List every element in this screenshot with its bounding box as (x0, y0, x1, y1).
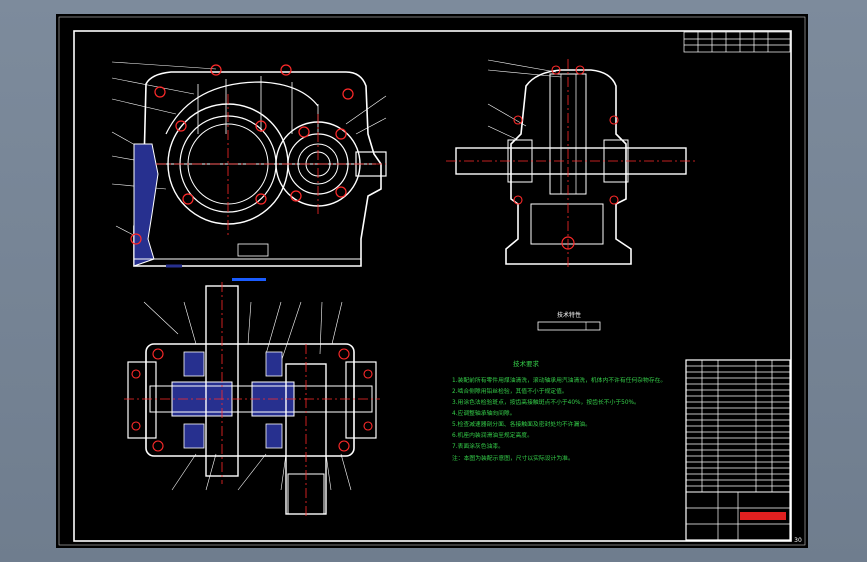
tech-req-line: 1.装配前所有零件用煤油清洗，滚动轴承用汽油清洗，机体内不许有任何杂物存在。 (452, 376, 666, 384)
top-flange-right (345, 361, 377, 439)
tech-req-heading: 技术要求 (513, 359, 540, 368)
side-base-block (530, 203, 604, 245)
tech-req-line: 5.检查减速器剖分面、各接触面及密封处均不许漏油。 (452, 420, 591, 428)
side-housing-outline (505, 69, 632, 265)
drawing-frame (73, 30, 792, 542)
tech-req-line: 6.机座内装润滑油至规定高度。 (452, 431, 533, 439)
front-view (111, 61, 387, 268)
sheet-trim-border (58, 16, 806, 546)
technical-requirements: 技术要求 1.装配前所有零件用煤油清洗，滚动轴承用汽油清洗，机体内不许有任何杂物… (452, 359, 666, 462)
parameter-box-label: 技术特性 (557, 311, 581, 319)
tech-req-lines: 1.装配前所有零件用煤油清洗，滚动轴承用汽油清洗，机体内不许有任何杂物存在。 2.… (452, 376, 666, 450)
top-bearing-ul (183, 351, 205, 377)
front-housing-outline (133, 71, 382, 267)
title-block (685, 359, 791, 541)
side-view (446, 59, 696, 269)
cover-ribs (197, 76, 319, 134)
sheet-number: 30 (794, 537, 802, 544)
top-bearing-ll (183, 423, 205, 449)
cad-drawing: 技术特性 (58, 16, 806, 546)
top-leaders (143, 301, 352, 491)
revision-block (683, 31, 791, 53)
side-leaders (487, 59, 562, 141)
front-section-fill (133, 143, 159, 267)
drawing-sheet: 技术特性 (56, 14, 808, 548)
tech-req-line: 4.应调整轴承轴向间隙。 (452, 409, 516, 417)
top-housing-outline (145, 343, 355, 457)
front-bolts (130, 64, 354, 245)
top-bearing-lr (265, 423, 283, 449)
tech-req-line: 2.啮合侧隙用铅丝检验，其值不小于规定值。 (452, 387, 568, 395)
side-bolts (513, 65, 619, 205)
tech-req-note: 注：本图为装配示意图，尺寸以实际设计为准。 (452, 454, 574, 462)
top-bolts (131, 348, 373, 452)
side-centerlines (446, 59, 696, 269)
top-bearing-ur (265, 351, 283, 377)
parameter-box: 技术特性 (537, 311, 601, 331)
cover-arc (165, 81, 319, 135)
section-caption-mark (232, 278, 266, 281)
top-section-view (124, 282, 380, 519)
front-centerlines (156, 94, 386, 236)
title-stamp (740, 512, 786, 520)
top-centerlines (124, 282, 380, 519)
tech-req-line: 7.表面涂灰色油漆。 (452, 442, 504, 450)
drain-plug (237, 243, 269, 257)
tech-req-line: 3.用涂色法检验斑点，按齿高接触斑点不小于40%，按齿长不小于50%。 (452, 398, 640, 406)
top-flange-left (127, 361, 157, 439)
